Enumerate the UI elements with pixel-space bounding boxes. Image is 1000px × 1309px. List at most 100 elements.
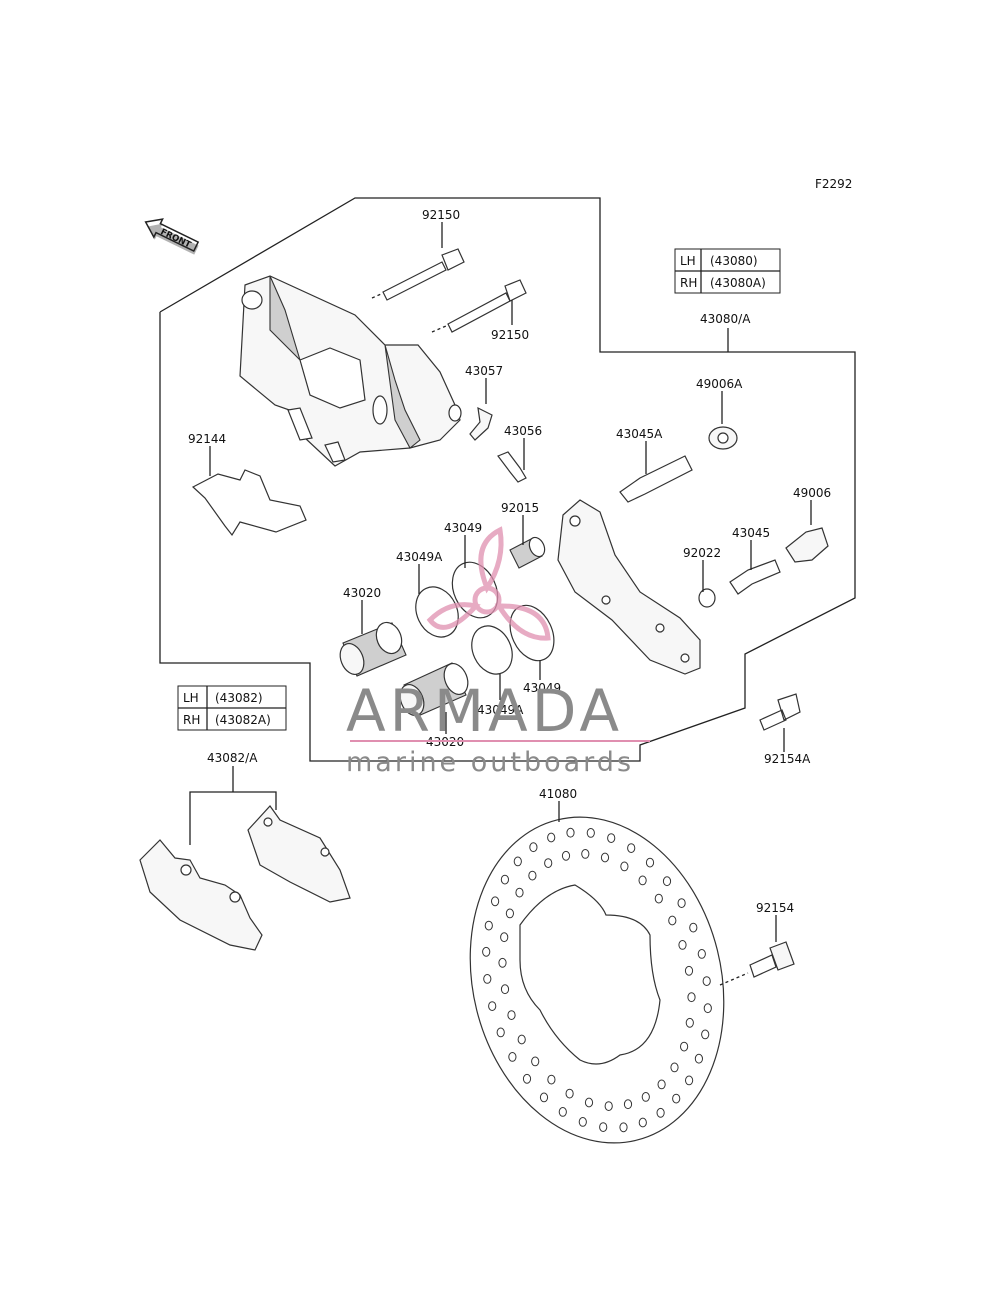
disc-hole	[620, 861, 629, 872]
disc-hole	[528, 870, 537, 881]
disc-hole	[687, 992, 696, 1003]
front-arrow-icon: FRONT	[144, 218, 200, 255]
pad-spring-92144	[191, 469, 307, 537]
caliper-side-table: LH (43080) RH (43080A)	[674, 248, 781, 294]
label-43056: 43056	[504, 424, 542, 438]
brake-disc-41080	[469, 816, 725, 1144]
disc-hole	[677, 898, 686, 908]
disc-hole	[656, 1107, 665, 1118]
label-92154A: 92154A	[764, 752, 811, 766]
disc-hole	[638, 1117, 647, 1128]
disc-hole	[483, 974, 492, 984]
watermark-tagline: marine outboards	[346, 747, 634, 778]
disc-hole	[619, 1122, 628, 1133]
armada-watermark: ARMADA marine outboards	[346, 526, 650, 778]
disc-hole	[662, 876, 672, 887]
slide-pin-43045A	[619, 455, 693, 503]
disc-hole	[544, 858, 553, 868]
bracket-hole	[655, 623, 665, 633]
label-92022: 92022	[683, 546, 721, 560]
bleeder-valve-43056	[497, 451, 527, 483]
disc-hole	[529, 842, 538, 853]
disc-hole	[484, 920, 493, 931]
disc-hole	[496, 1027, 505, 1038]
pad-hole	[263, 817, 273, 827]
disc-hole	[517, 1034, 526, 1045]
disc-hole	[680, 1041, 689, 1052]
pin-92150-upper	[371, 248, 465, 301]
caliper-bracket-drawing	[557, 499, 701, 675]
part-labels: 92150 92150 43057 43056 92144 43080/A 49…	[188, 208, 831, 915]
label-43082: 43082/A	[207, 751, 258, 765]
disc-hole	[561, 850, 571, 861]
pad-hole	[229, 891, 241, 903]
disc-hole	[654, 893, 663, 904]
disc-hole	[703, 1003, 712, 1014]
caliper-table-rh: RH	[680, 276, 697, 290]
disc-hole	[547, 1074, 556, 1085]
brake-pads-drawing	[139, 805, 351, 951]
armada-logo-icon	[426, 526, 551, 641]
disc-hole	[689, 922, 698, 933]
label-43045: 43045	[732, 526, 770, 540]
disc-hole	[505, 908, 514, 919]
disc-hole	[500, 932, 509, 943]
label-92154: 92154	[756, 901, 794, 915]
piston-43020-lower	[399, 662, 469, 717]
slide-pin-43045	[729, 559, 781, 595]
disc-hole	[684, 965, 694, 976]
disc-hole	[672, 1093, 681, 1104]
pin-92150-lower	[431, 279, 527, 333]
disc-hole	[645, 857, 655, 868]
pad-table-lh-part: (43082)	[215, 691, 263, 705]
sleeve-92015	[509, 536, 546, 569]
disc-bolt-92154	[719, 941, 795, 986]
label-92150-upper: 92150	[422, 208, 460, 222]
disc-hole	[513, 856, 522, 867]
disc-hole	[623, 1099, 633, 1110]
disc-hole	[586, 828, 595, 838]
disc-hole	[515, 887, 524, 898]
disc-hole	[558, 1107, 567, 1117]
disc-hole	[668, 915, 677, 926]
disc-hole	[701, 1029, 710, 1040]
disc-hole	[702, 976, 711, 986]
disc-hole	[508, 1052, 517, 1062]
disc-hole	[670, 1062, 679, 1073]
label-43049-lower: 43049	[523, 681, 561, 695]
pad-hole	[320, 847, 330, 857]
disc-hole	[638, 875, 647, 886]
leader-lines	[209, 222, 812, 942]
bleeder-cap-43057	[469, 406, 493, 441]
pad-table-rh: RH	[183, 713, 200, 727]
disc-hole	[607, 833, 616, 843]
caliper-assembly-boundary	[159, 197, 856, 762]
disc-holes	[482, 827, 712, 1133]
disc-hole	[565, 1088, 574, 1099]
washer-92022	[698, 588, 716, 608]
disc-hole	[482, 946, 491, 957]
disc-hole	[599, 1122, 608, 1132]
label-43049A-lower: 43049A	[477, 703, 524, 717]
disc-hole	[488, 1001, 497, 1011]
disc-hole	[500, 874, 509, 885]
piston-43020-upper	[339, 621, 407, 677]
bracket-hole	[680, 653, 690, 663]
label-49006: 49006	[793, 486, 831, 500]
disc-hole	[491, 896, 500, 907]
disc-hole	[685, 1017, 694, 1028]
label-49006A: 49006A	[696, 377, 743, 391]
disc-hole	[584, 1097, 594, 1108]
disc-hole	[522, 1073, 532, 1084]
disc-hole	[627, 843, 636, 853]
disc-hole	[600, 852, 610, 863]
diagram-code: F2292	[815, 177, 852, 191]
disc-hole	[685, 1075, 694, 1086]
label-43057: 43057	[465, 364, 503, 378]
label-92144: 92144	[188, 432, 226, 446]
label-43049A-upper: 43049A	[396, 550, 443, 564]
disc-hole	[697, 949, 706, 959]
bracket-hole	[601, 595, 611, 605]
label-43020-upper: 43020	[343, 586, 381, 600]
